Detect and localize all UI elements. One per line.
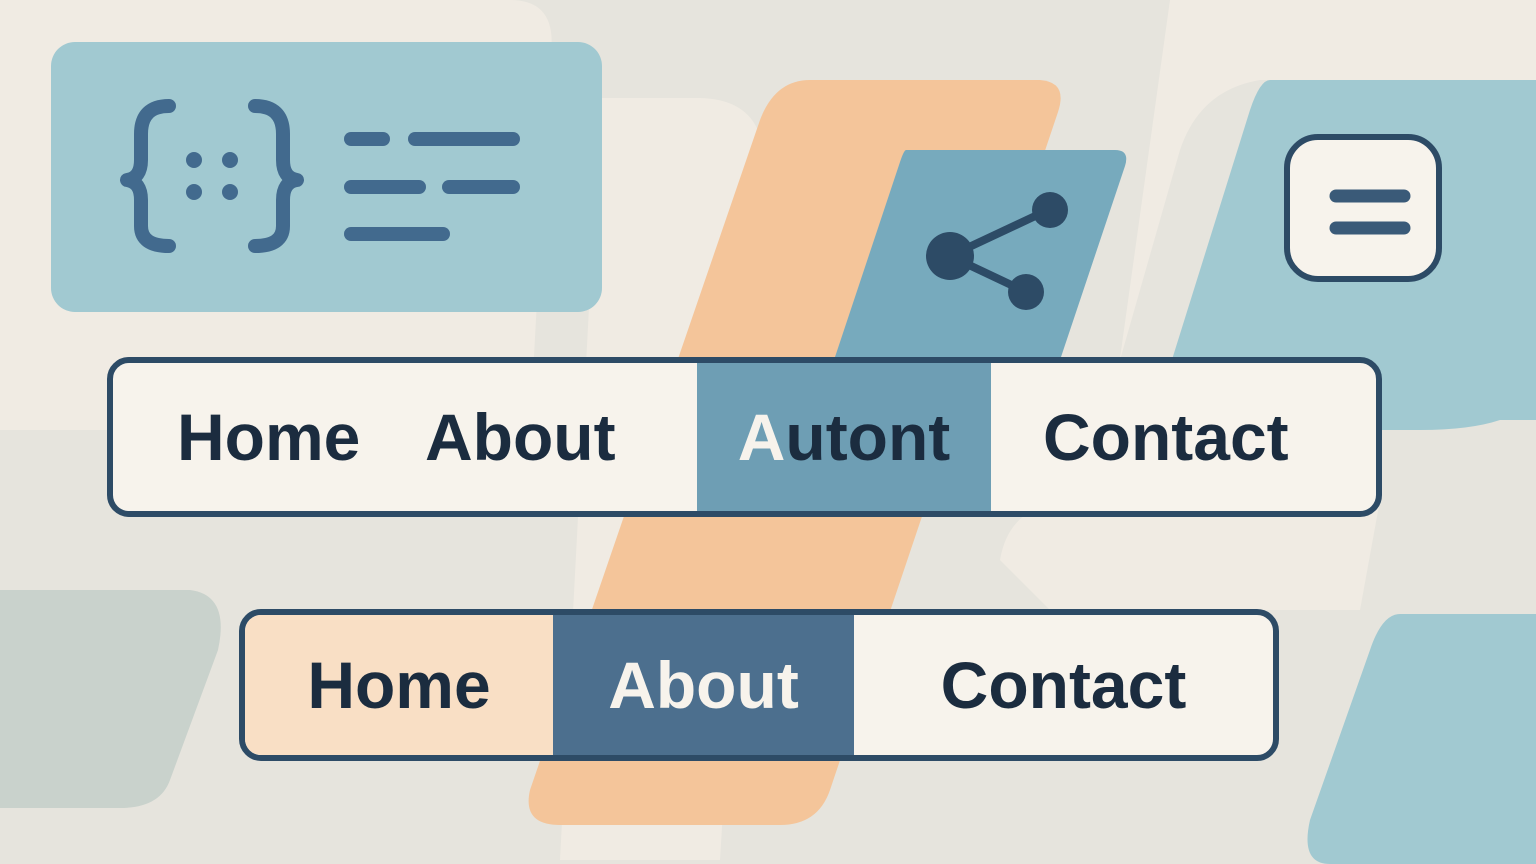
secondary-nav-bar: Home About Contact — [239, 609, 1279, 761]
active-item-label-first: A — [737, 400, 786, 474]
primary-nav-contact[interactable]: Contact — [1043, 400, 1289, 474]
bg-cream-block-right2 — [1000, 500, 1380, 610]
bg-cream-block-right — [1100, 0, 1536, 430]
secondary-nav-home[interactable]: Home — [245, 615, 553, 755]
secondary-nav-contact[interactable]: Contact — [940, 648, 1187, 722]
menu-button[interactable] — [1284, 134, 1442, 282]
primary-nav-home[interactable]: Home — [177, 400, 361, 474]
code-card — [51, 42, 602, 312]
active-item-label-rest: utont — [785, 400, 951, 474]
bg-lightblue-bottom-right — [1307, 614, 1536, 864]
braces-code-icon — [120, 99, 520, 253]
secondary-nav-about[interactable]: About — [553, 615, 854, 755]
menu-icon — [1329, 189, 1411, 235]
primary-nav-about[interactable]: About — [425, 400, 616, 474]
text-lines-icon — [344, 132, 520, 241]
bg-gray-block — [0, 590, 221, 808]
